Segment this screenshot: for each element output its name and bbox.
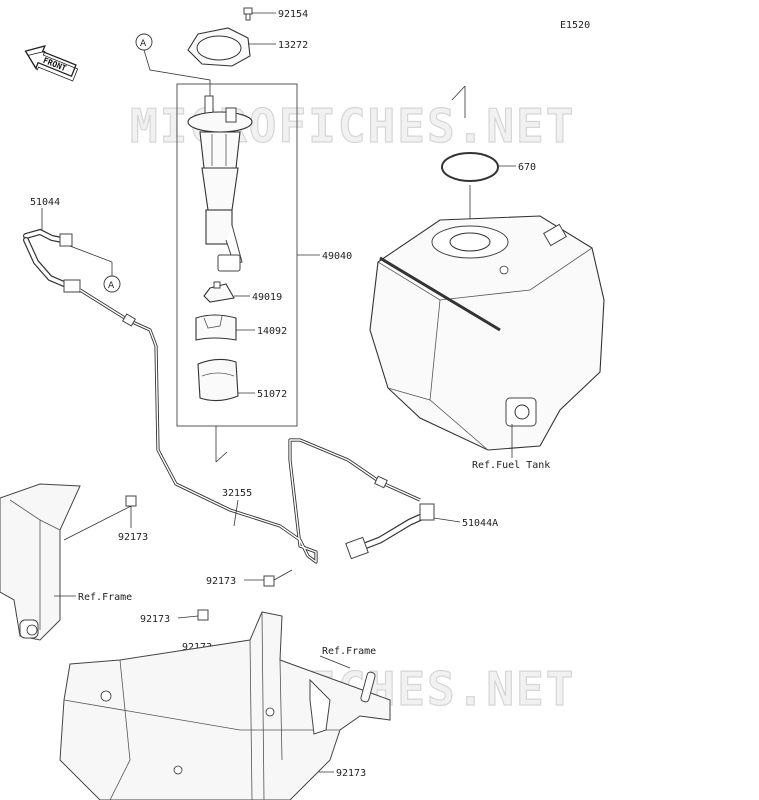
front-arrow-icon: FRONT: [24, 45, 79, 82]
fuel-line-icon: [79, 288, 421, 564]
gasket-icon: [187, 27, 251, 67]
ref-label-frame-bottom: Ref.Frame: [322, 646, 376, 657]
frame-bottom-icon: [59, 611, 391, 800]
part-label-51044: 51044: [30, 197, 60, 208]
part-label-92154: 92154: [278, 9, 308, 20]
part-label-49040: 49040: [322, 251, 352, 262]
frame-left-icon: [0, 483, 81, 641]
fuel-tank-icon: [369, 215, 605, 451]
ref-label-fuel-tank: Ref.Fuel Tank: [472, 460, 550, 471]
fuel-pump-assembly-icon: [187, 95, 253, 272]
svg-text:A: A: [140, 39, 147, 49]
part-label-92173-c: 92173: [140, 614, 170, 625]
ref-label-frame-left: Ref.Frame: [78, 592, 132, 603]
diagram-code: E1520: [560, 20, 590, 31]
part-label-92173-d: 92173: [182, 642, 212, 653]
bracket-icon: [195, 314, 237, 341]
screw-icon: [243, 7, 253, 21]
part-label-92173-e: 92173: [336, 768, 366, 779]
fuel-hose-right-icon: [345, 503, 435, 560]
part-label-14092: 14092: [257, 326, 287, 337]
part-label-51044A: 51044A: [462, 518, 498, 529]
part-label-92173-a: 92173: [118, 532, 148, 543]
part-label-32155: 32155: [222, 488, 252, 499]
part-label-92173-b: 92173: [206, 576, 236, 587]
part-label-49019: 49019: [252, 292, 282, 303]
reference-marker-a-left: A: [103, 275, 121, 293]
fuel-cup-icon: [197, 358, 239, 402]
svg-text:A: A: [108, 281, 115, 291]
fuel-filter-icon: [203, 281, 235, 303]
reference-marker-a-top: A: [135, 33, 153, 51]
o-ring-icon: [441, 152, 499, 182]
fuel-hose-icon: [23, 228, 81, 293]
part-label-670: 670: [518, 162, 536, 173]
part-label-51072: 51072: [257, 389, 287, 400]
part-label-13272: 13272: [278, 40, 308, 51]
